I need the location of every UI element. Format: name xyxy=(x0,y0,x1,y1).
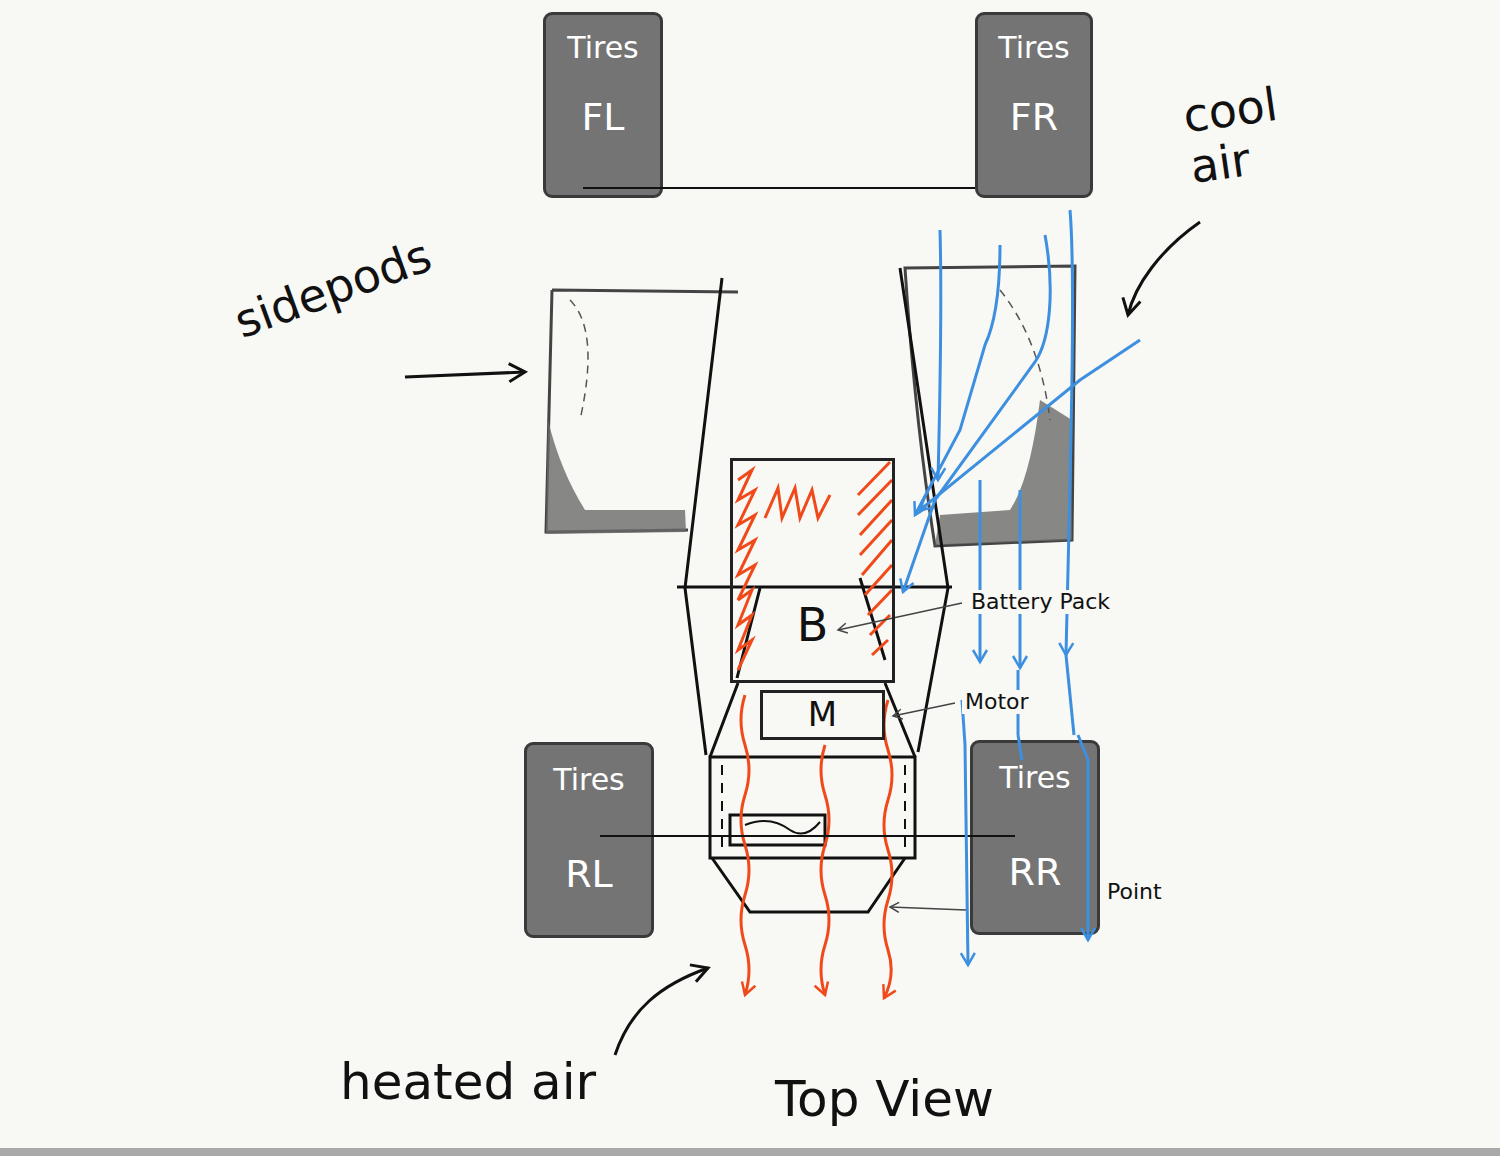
heated-air-arrows xyxy=(741,695,892,998)
motor-box: M xyxy=(760,690,885,740)
callout-label: Point xyxy=(1104,880,1165,904)
node-text: FL xyxy=(581,96,624,140)
tire-box: TiresFL xyxy=(543,12,663,198)
tire-heading: Tires xyxy=(998,31,1070,66)
callout-label: Motor xyxy=(962,690,1032,714)
tire-heading: Tires xyxy=(999,761,1071,796)
tire-heading: Tires xyxy=(553,763,625,798)
caption: Top View xyxy=(775,1072,994,1127)
bottom-bar xyxy=(0,1148,1500,1156)
annotation: heated air xyxy=(340,1055,596,1110)
tire-heading: Tires xyxy=(567,31,639,66)
node-text: FR xyxy=(1010,96,1058,140)
annotation: sidepods xyxy=(228,230,438,348)
cool-air-arrows xyxy=(903,210,1140,745)
tire-box: TiresRL xyxy=(524,742,654,938)
sidepods xyxy=(546,266,1075,546)
node-text: RR xyxy=(1009,851,1062,895)
tire-box: TiresRR xyxy=(970,740,1100,935)
tire-box: TiresFR xyxy=(975,12,1093,198)
body-outline xyxy=(677,268,952,912)
node-text: B xyxy=(797,599,829,652)
callout-label: Battery Pack xyxy=(968,590,1113,614)
node-text: M xyxy=(808,695,837,734)
battery-box: B xyxy=(730,458,895,683)
node-text: RL xyxy=(565,853,613,897)
callout-arrows xyxy=(405,222,1200,1055)
annotation: cool air xyxy=(1180,74,1323,192)
battery-heat-hatching xyxy=(738,462,892,670)
